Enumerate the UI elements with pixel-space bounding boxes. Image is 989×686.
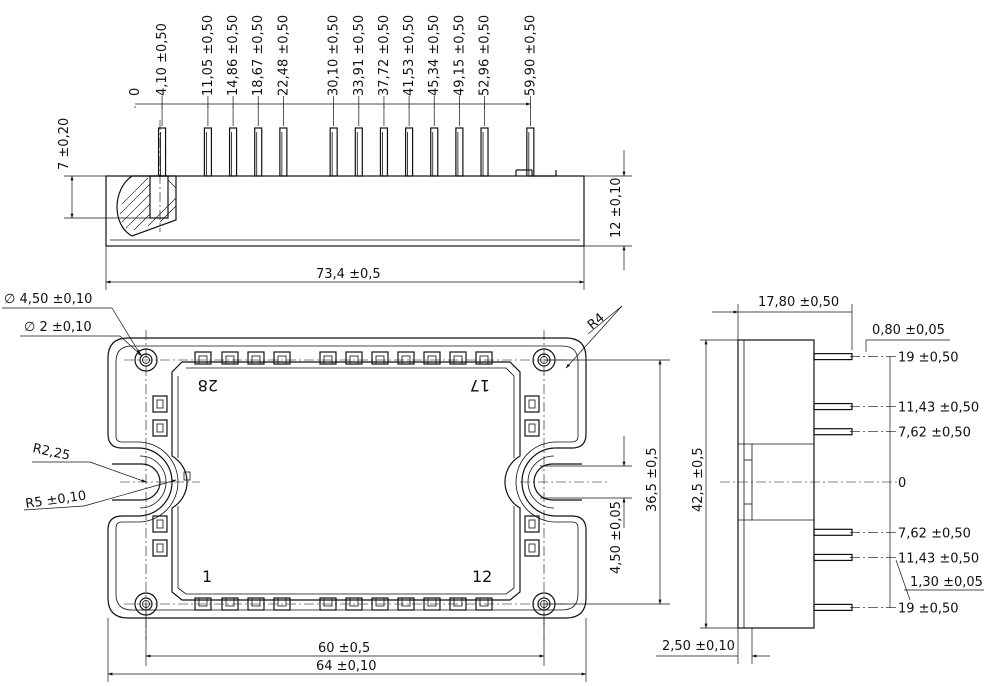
notch-width-label: 4,50 ±0,05	[609, 501, 624, 574]
pin-position-label: 0	[128, 88, 143, 96]
front-pin	[404, 127, 414, 177]
pin-position-label: 14,86 ±0,50	[226, 15, 241, 96]
side-depth-label: 17,80 ±0,50	[758, 295, 839, 310]
pin-position-label: 33,91 ±0,50	[352, 15, 367, 96]
base-thickness-label: 2,50 ±0,10	[662, 639, 735, 654]
front-elevation-view: 0 4,10 ±0,50 11,05 ±0,50 14,86 ±0,50 18,67 ±…	[57, 15, 632, 290]
pin-pad	[152, 419, 168, 437]
side-elevation-view: 17,80 ±0,50 0,80 ±0,05 42,5 ±0,5 2,50 ±0…	[656, 295, 984, 664]
front-pin	[203, 127, 213, 177]
front-pin	[430, 127, 439, 177]
hole-pitch-vertical-label: 36,5 ±0,5	[645, 447, 660, 512]
pin-position-dimensions: 0 4,10 ±0,50 11,05 ±0,50 14,86 ±0,50 18,67 ±…	[128, 15, 538, 126]
front-pin	[157, 127, 167, 177]
side-pin	[813, 402, 853, 411]
pin-pad	[524, 515, 540, 533]
pin-position-label: 45,34 ±0,50	[427, 15, 442, 96]
pin-position-label: 4,10 ±0,50	[155, 23, 170, 96]
overall-length-label: 73,4 ±0,5	[316, 267, 381, 282]
pin-offset-label: 11,43 ±0,50	[898, 401, 979, 416]
front-pin	[480, 127, 489, 177]
zero-reference-label: 0	[898, 476, 906, 491]
module-body-front	[105, 175, 585, 247]
side-height-label: 42,5 ±0,5	[691, 447, 706, 512]
pin-number-1: 1	[202, 567, 212, 586]
section-cutaway	[116, 120, 177, 237]
pin-number-28: 28	[198, 376, 218, 395]
notch-outer-radius-label: R5 ±0,10	[24, 489, 87, 512]
pin-offset-label: 11,43 ±0,50	[898, 551, 979, 566]
hole-pitch-horizontal-label: 60 ±0,5	[318, 641, 370, 656]
pin-pitch-label: 1,30 ±0,05	[910, 575, 983, 590]
overall-width-label: 64 ±0,10	[316, 659, 377, 674]
pin-height-label: 7 ±0,20	[57, 118, 72, 170]
pin-offset-dimensions: 19 ±0,50 11,43 ±0,50 7,62 ±0,50 7,62 ±0,50 1…	[850, 351, 979, 616]
module-body-side	[737, 339, 815, 629]
front-pin	[254, 127, 263, 177]
pin-offset-label: 7,62 ±0,50	[898, 526, 971, 541]
pin-offset-label: 19 ±0,50	[898, 601, 959, 616]
front-pins	[157, 127, 535, 177]
pin-pad	[524, 395, 540, 413]
hole-inner-diameter-label: ∅ 2 ±0,10	[24, 320, 92, 335]
pin-offset-label: 19 ±0,50	[898, 351, 959, 366]
pin-number-12: 12	[472, 567, 492, 586]
pin-pad	[152, 539, 168, 557]
hole-outer-diameter-label: ∅ 4,50 ±0,10	[4, 292, 92, 307]
pin-pad	[524, 419, 540, 437]
pin-position-label: 30,10 ±0,50	[327, 15, 342, 96]
front-pin	[279, 127, 288, 177]
corner-radius-label: R4	[585, 310, 608, 333]
pin-width-label: 0,80 ±0,05	[872, 323, 945, 338]
side-pin	[813, 553, 853, 562]
front-pin	[329, 127, 338, 177]
side-pin	[813, 528, 853, 536]
pin-position-label: 18,67 ±0,50	[251, 15, 266, 96]
plan-view: 28 17 1 12 ∅ 4,50 ±0,10 ∅ 2 ±0,10 R4 R2,…	[2, 292, 670, 682]
pin-position-label: 49,15 ±0,50	[452, 15, 467, 96]
pin-pad	[524, 539, 540, 557]
inner-cavity	[171, 361, 521, 601]
notch-radius-label: R2,25	[31, 441, 71, 464]
body-height-label: 12 ±0,10	[609, 177, 624, 238]
module-outline	[107, 337, 587, 619]
front-pin	[228, 127, 238, 177]
front-pin	[354, 127, 363, 177]
pin-position-label: 22,48 ±0,50	[276, 15, 291, 96]
pin-pad	[152, 515, 168, 533]
pin-position-label: 59,90 ±0,50	[523, 15, 538, 96]
side-pin	[813, 353, 853, 361]
pin-position-label: 41,53 ±0,50	[402, 15, 417, 96]
pin-position-label: 37,72 ±0,50	[377, 15, 392, 96]
pin-pad	[152, 395, 168, 413]
front-pin	[526, 127, 535, 177]
pin-position-label: 52,96 ±0,50	[478, 15, 493, 96]
side-pin	[813, 428, 853, 436]
pin-position-label: 11,05 ±0,50	[201, 15, 216, 96]
front-pin	[379, 127, 389, 177]
front-pin	[455, 127, 464, 177]
side-pin	[813, 603, 853, 612]
pin-number-17: 17	[470, 376, 490, 395]
pin-offset-label: 7,62 ±0,50	[898, 426, 971, 441]
